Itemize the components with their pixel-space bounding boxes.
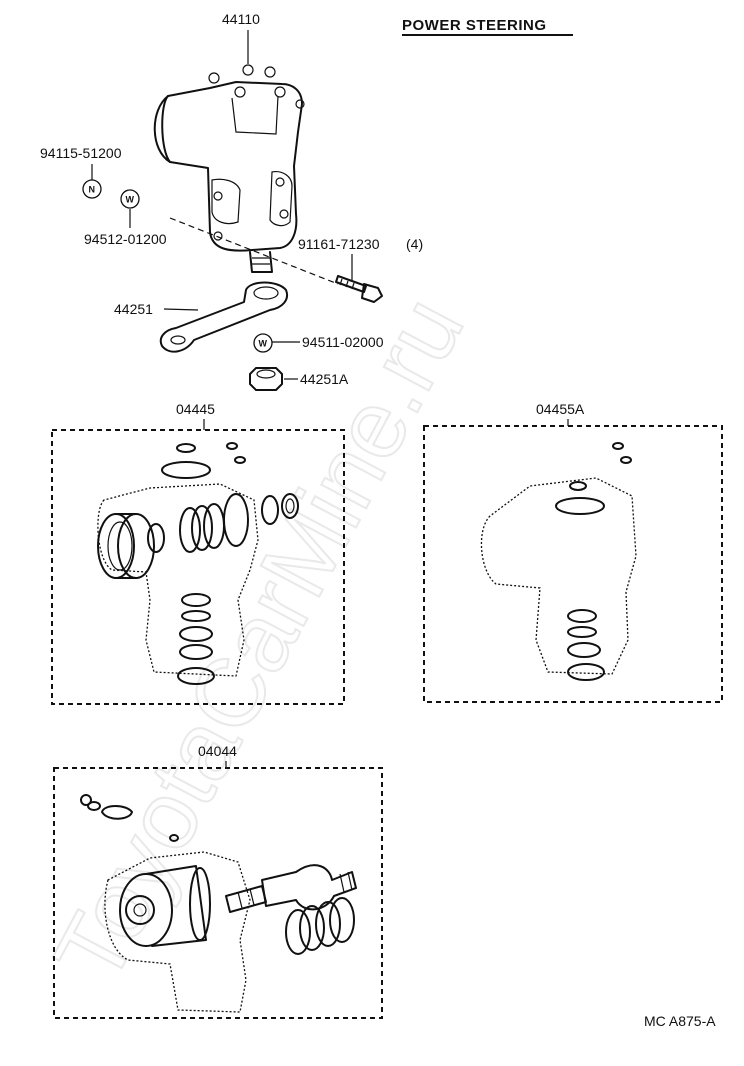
label-04455A: 04455A [536,401,585,417]
label-94511-02000: 94511-02000 [302,334,384,350]
badge-n-letter: N [89,185,96,195]
kit-04445-box [51,429,345,705]
label-44251: 44251 [114,301,153,317]
label-bolt-qty: (4) [406,236,423,252]
watermark: ToyotaCarMine.ru [34,281,484,1000]
label-94512-01200: 94512-01200 [84,231,167,247]
label-91161-71230: 91161-71230 [298,236,380,252]
steering-gear-housing [153,64,305,273]
label-04044: 04044 [198,743,237,759]
kit-04455a-box [423,425,723,703]
hex-nut-icon [249,367,283,391]
label-04445: 04445 [176,401,215,417]
catalogue-code: MC A875-A [644,1013,716,1029]
kit-04455a-parts [480,442,637,681]
kit-04044-parts [80,794,357,1013]
kit-04445-parts [97,442,299,685]
leader-44251 [163,308,199,311]
label-44251A: 44251A [300,371,349,387]
alignment-line [169,217,339,285]
bolt-icon [335,275,383,303]
badge-w-letter: W [126,195,135,205]
washer-w-icon [120,189,140,209]
badge-w2-letter: W [259,339,268,349]
nut-n-icon [82,179,102,199]
label-94115-51200: 94115-51200 [40,145,122,161]
washer-w2-icon [253,333,273,353]
diagram-title: POWER STEERING [402,17,547,34]
label-44110: 44110 [222,11,260,27]
pitman-arm [159,281,288,353]
kit-04044-box [53,767,383,1019]
